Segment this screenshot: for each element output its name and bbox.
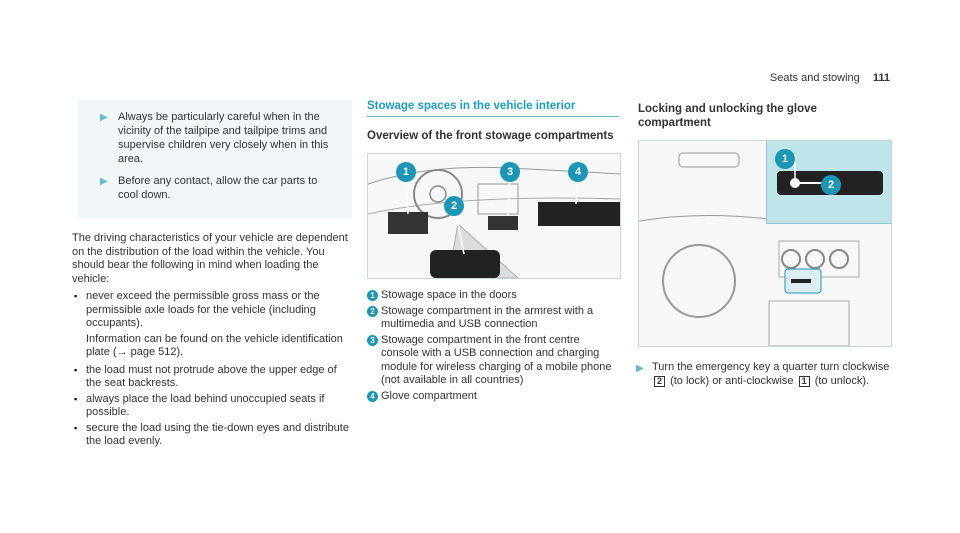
note-item: ▶ Always be particularly careful when in… [100, 111, 329, 165]
figure-legend: 1 Stowage space in the doors 2 Stowage c… [367, 289, 619, 403]
column-right: Locking and unlocking the glove compartm… [636, 100, 892, 388]
callout-marker: 2 [821, 175, 841, 195]
page-number: 111 [872, 72, 890, 84]
subheading: Locking and unlocking the glove compartm… [638, 103, 817, 129]
legend-number: 2 [367, 305, 378, 317]
callout-marker: 3 [500, 162, 520, 182]
column-left: ▶ Always be particularly careful when in… [72, 100, 352, 451]
key-marker: 2 [654, 375, 666, 387]
legend-item: 3 Stowage compartment in the front centr… [367, 334, 619, 388]
warning-note-box: ▶ Always be particularly careful when in… [78, 100, 352, 218]
arrow-right-icon: ▶ [100, 176, 108, 187]
intro-paragraph: The driving characteristics of your vehi… [72, 232, 348, 285]
callout-marker: 1 [396, 162, 416, 182]
section-title: Stowage spaces in the vehicle interior [367, 100, 619, 117]
legend-item: 2 Stowage compartment in the armrest wit… [367, 305, 619, 332]
legend-number: 4 [367, 390, 378, 402]
list-item: always place the load behind unoccupied … [74, 393, 352, 420]
arrow-right-icon: ▶ [100, 112, 108, 123]
subheading: Overview of the front stowage compartmen… [367, 130, 614, 142]
sub-info: Information can be found on the vehicle … [86, 332, 343, 359]
column-middle: Stowage spaces in the vehicle interior O… [367, 100, 621, 405]
callout-marker: 4 [568, 162, 588, 182]
callout-marker: 2 [444, 196, 464, 216]
callout-marker: 1 [775, 149, 795, 169]
glove-compartment-illustration: 1 2 [638, 140, 892, 347]
legend-item: 4 Glove compartment [367, 390, 619, 404]
list-item: the load must not protrude above the upp… [74, 364, 352, 391]
page-header: Seats and stowing 111 [770, 72, 890, 84]
legend-number: 1 [367, 290, 378, 301]
note-item: ▶ Before any contact, allow the car part… [100, 175, 318, 201]
loading-bullet-list: never exceed the permissible gross mass … [72, 290, 352, 449]
legend-item: 1 Stowage space in the doors [367, 289, 619, 303]
list-item: secure the load using the tie-down eyes … [74, 422, 352, 449]
interior-illustration: 1 2 3 4 [367, 153, 621, 279]
key-marker: 1 [798, 375, 810, 387]
list-item: never exceed the permissible gross mass … [74, 290, 352, 360]
header-title: Seats and stowing [769, 72, 860, 84]
arrow-right-icon: ▶ [636, 363, 644, 374]
action-step: ▶ Turn the emergency key a quarter turn … [636, 361, 890, 387]
legend-number: 3 [367, 334, 378, 346]
